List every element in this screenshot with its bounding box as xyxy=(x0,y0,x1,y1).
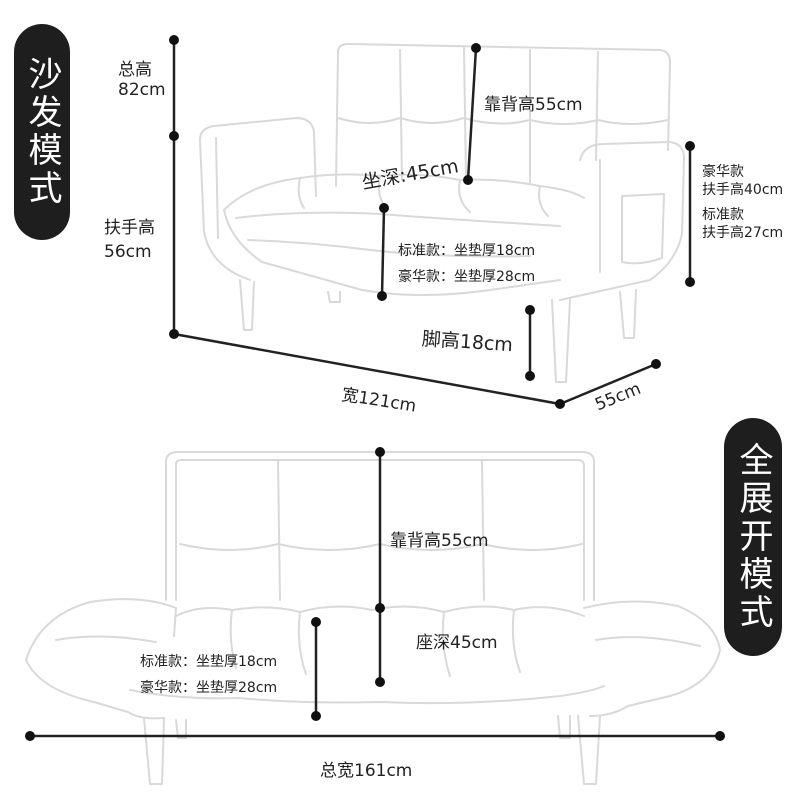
sofa-mode-drawing xyxy=(199,43,685,383)
total-width-label: 总宽161cm xyxy=(320,761,413,781)
backrest-height-line xyxy=(466,46,478,182)
dimension-points xyxy=(25,35,725,741)
dimension-lines xyxy=(28,38,722,738)
full-mode-drawing xyxy=(25,451,721,785)
armrest-height-label: 扶手高 56cm xyxy=(104,218,155,262)
sofa-mode-label: 沙发模式 xyxy=(22,56,62,208)
cushion-thickness-line xyxy=(380,206,386,298)
depth-line xyxy=(558,362,658,406)
full-backrest-height-label: 靠背高55cm xyxy=(390,531,489,551)
armrest-deluxe-label: 豪华款 扶手高40cm xyxy=(702,164,784,198)
total-height-label: 总高 82cm xyxy=(118,60,166,100)
cushion-deluxe-label: 豪华款：坐垫厚28cm xyxy=(398,269,536,285)
armrest-standard-label: 标准款 扶手高27cm xyxy=(702,207,784,241)
cushion-standard-label: 标准款：坐垫厚18cm xyxy=(398,243,536,259)
full-cushion-standard-label: 标准款：坐垫厚18cm xyxy=(140,654,278,670)
full-mode-label: 全展开模式 xyxy=(733,442,773,632)
sofa-mode-badge: 沙发模式 xyxy=(14,24,70,240)
full-mode-badge: 全展开模式 xyxy=(724,418,782,656)
width-line xyxy=(172,332,562,406)
full-cushion-deluxe-label: 豪华款：坐垫厚28cm xyxy=(140,680,278,696)
full-seat-depth-label: 座深45cm xyxy=(416,633,498,653)
backrest-height-label: 靠背高55cm xyxy=(484,95,583,115)
